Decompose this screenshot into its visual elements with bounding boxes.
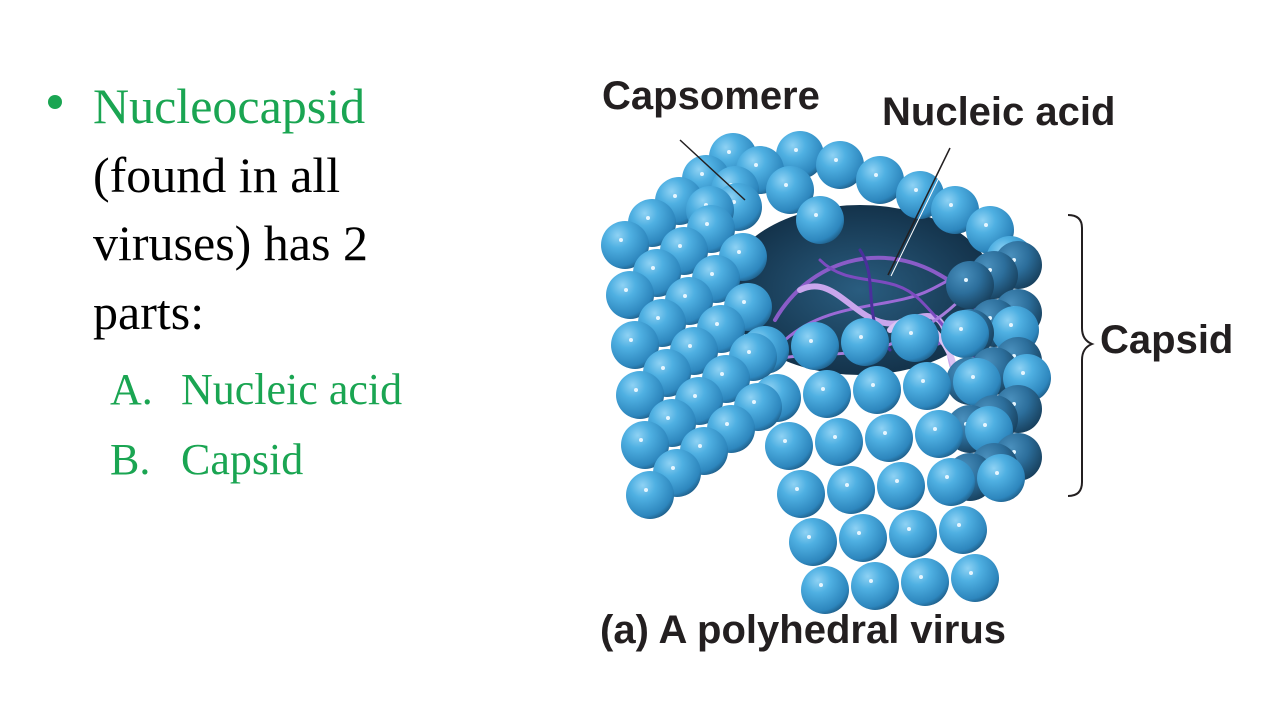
caption-text: A polyhedral virus <box>658 608 1007 652</box>
bullet-heading: Nucleocapsid <box>93 78 366 134</box>
capsomere-sphere <box>815 418 863 466</box>
label-capsid: Capsid <box>1100 318 1234 362</box>
capsomere-sphere <box>816 141 864 189</box>
capsomere-sphere <box>877 462 925 510</box>
capsomere-sphere <box>765 422 813 470</box>
nucleic-acid-leader-line <box>887 147 951 276</box>
capsomere-sphere <box>946 261 994 309</box>
sub-marker: B. <box>110 435 151 484</box>
capsomere-sphere <box>865 414 913 462</box>
capsomere-sphere <box>891 314 939 362</box>
sub-label: Capsid <box>181 435 304 484</box>
capsomere-sphere <box>853 366 901 414</box>
bullet-nucleocapsid: Nucleocapsid (found in all viruses) has … <box>93 72 453 346</box>
caption-prefix: (a) <box>600 608 649 652</box>
capsomere-sphere <box>939 506 987 554</box>
label-nucleic-acid: Nucleic acid <box>882 90 1116 134</box>
capsomere-sphere <box>856 156 904 204</box>
capsomere-sphere <box>851 562 899 610</box>
sub-list: A. Nucleic acid B. Capsid <box>110 355 402 495</box>
capsomere-sphere <box>827 466 875 514</box>
capsomere-sphere <box>766 166 814 214</box>
capsomere-sphere <box>903 362 951 410</box>
capsomere-sphere <box>621 421 669 469</box>
capsomere-sphere <box>616 371 664 419</box>
capsomere-sphere <box>901 558 949 606</box>
sub-item-capsid: B. Capsid <box>110 425 402 495</box>
capsomere-sphere <box>606 271 654 319</box>
capsomere-sphere <box>941 310 989 358</box>
capsomere-leader-line <box>679 139 746 201</box>
bullet-line-2: viruses) has 2 <box>93 215 368 271</box>
figure-caption: (a) A polyhedral virus <box>600 608 1006 653</box>
capsomere-sphere <box>791 322 839 370</box>
capsomere-sphere <box>777 470 825 518</box>
bullet-dot-icon <box>48 95 62 109</box>
sub-marker: A. <box>110 365 153 414</box>
capsomere-sphere <box>803 370 851 418</box>
virus-illustration <box>601 131 1095 614</box>
capsomere-sphere <box>915 410 963 458</box>
capsomere-sphere <box>931 186 979 234</box>
capsomere-sphere <box>977 454 1025 502</box>
capsomere-sphere <box>789 518 837 566</box>
capsomere-sphere <box>953 358 1001 406</box>
capsomere-sphere <box>951 554 999 602</box>
capsomere-sphere <box>601 221 649 269</box>
capsomere-sphere <box>611 321 659 369</box>
capsomere-sphere <box>889 510 937 558</box>
sub-item-nucleic-acid: A. Nucleic acid <box>110 355 402 425</box>
capsomere-sphere <box>801 566 849 614</box>
capsomere-sphere <box>839 514 887 562</box>
bullet-line-3: parts: <box>93 283 205 340</box>
capsomere-sphere <box>626 471 674 519</box>
bullet-line-1: (found in all <box>93 146 341 203</box>
sub-label: Nucleic acid <box>181 365 403 414</box>
label-capsomere: Capsomere <box>602 74 820 118</box>
capsomere-spheres <box>601 131 1051 614</box>
polyhedral-virus-figure: Capsomere Nucleic acid Capsid (a) A poly… <box>560 60 1280 700</box>
capsomere-sphere <box>796 196 844 244</box>
capsomere-sphere <box>927 458 975 506</box>
capsid-brace-icon <box>1067 214 1095 497</box>
capsomere-sphere <box>841 318 889 366</box>
